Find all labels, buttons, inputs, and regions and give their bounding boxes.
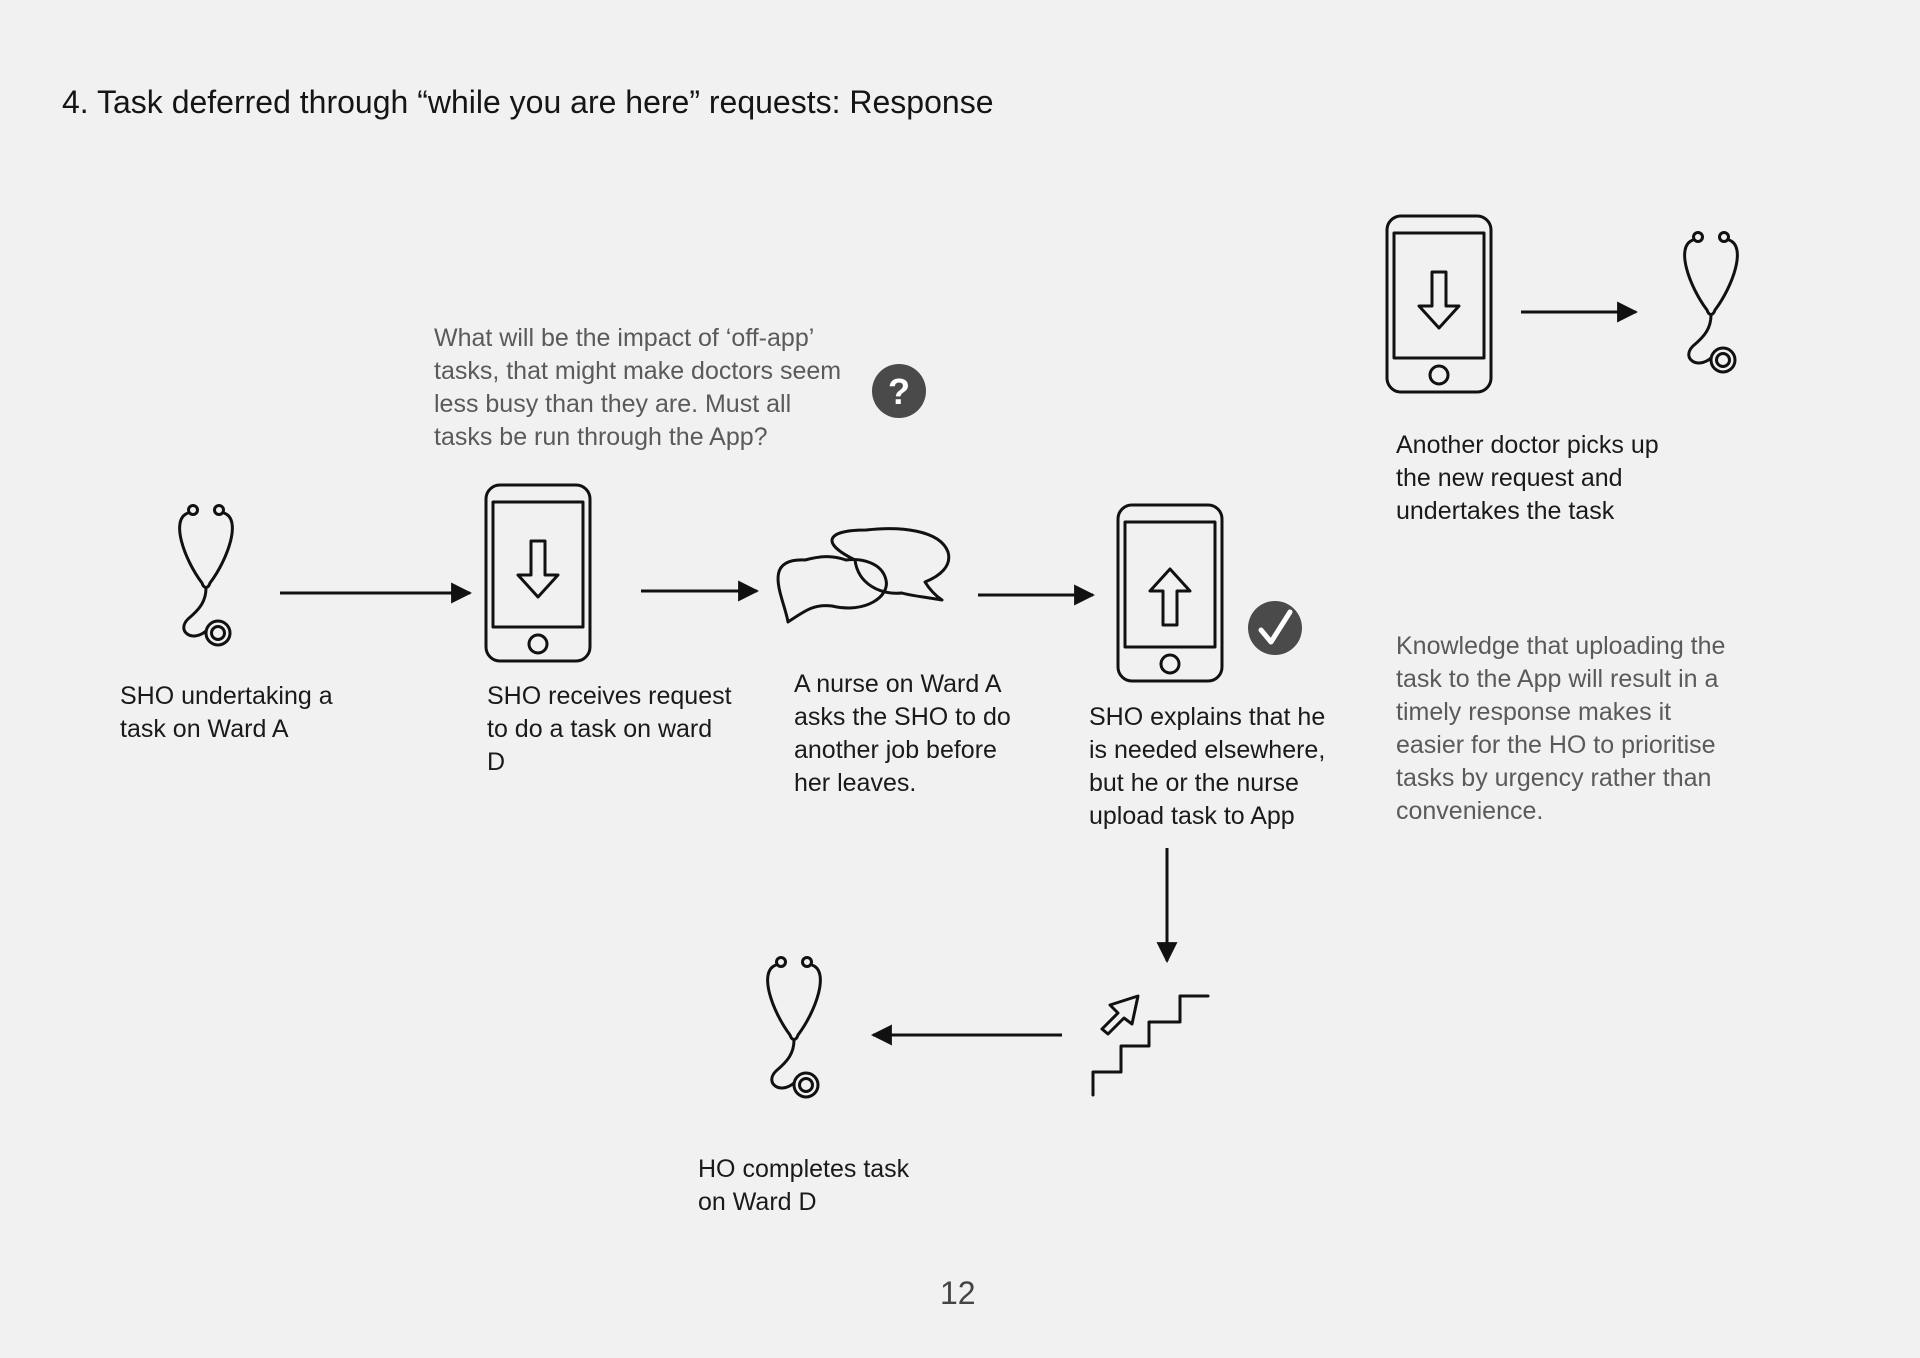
step-caption-6: HO completes task on Ward D: [698, 1155, 910, 1216]
speech-bubbles-icon: [776, 527, 951, 624]
check-badge-icon: [1248, 601, 1302, 655]
question-mark: ?: [888, 371, 910, 412]
step-caption-2: SHO receives request to do a task on war…: [487, 682, 732, 776]
stairs-up-icon: [1091, 994, 1210, 1097]
step-caption-8: Another doctor picks up the new request …: [1396, 431, 1659, 525]
question-badge-icon: ?: [872, 364, 926, 418]
phone-download-icon: [484, 483, 592, 663]
step-caption-1: SHO undertaking a task on Ward A: [120, 682, 333, 743]
page-title: 4. Task deferred through “while you are …: [62, 84, 994, 120]
step-caption-4: SHO explains that he is needed elsewhere…: [1089, 703, 1326, 830]
stethoscope-icon: [178, 504, 234, 647]
step-caption-3: A nurse on Ward A asks the SHO to do ano…: [794, 670, 1011, 797]
stethoscope-icon: [1683, 231, 1739, 374]
page-number: 12: [940, 1275, 976, 1311]
phone-upload-icon: [1116, 503, 1224, 683]
phone-download-icon: [1385, 214, 1493, 394]
stethoscope-icon: [766, 956, 822, 1099]
knowledge-note: Knowledge that uploading the task to the…: [1396, 632, 1726, 825]
question-note: What will be the impact of ‘off-app’ tas…: [434, 324, 842, 451]
